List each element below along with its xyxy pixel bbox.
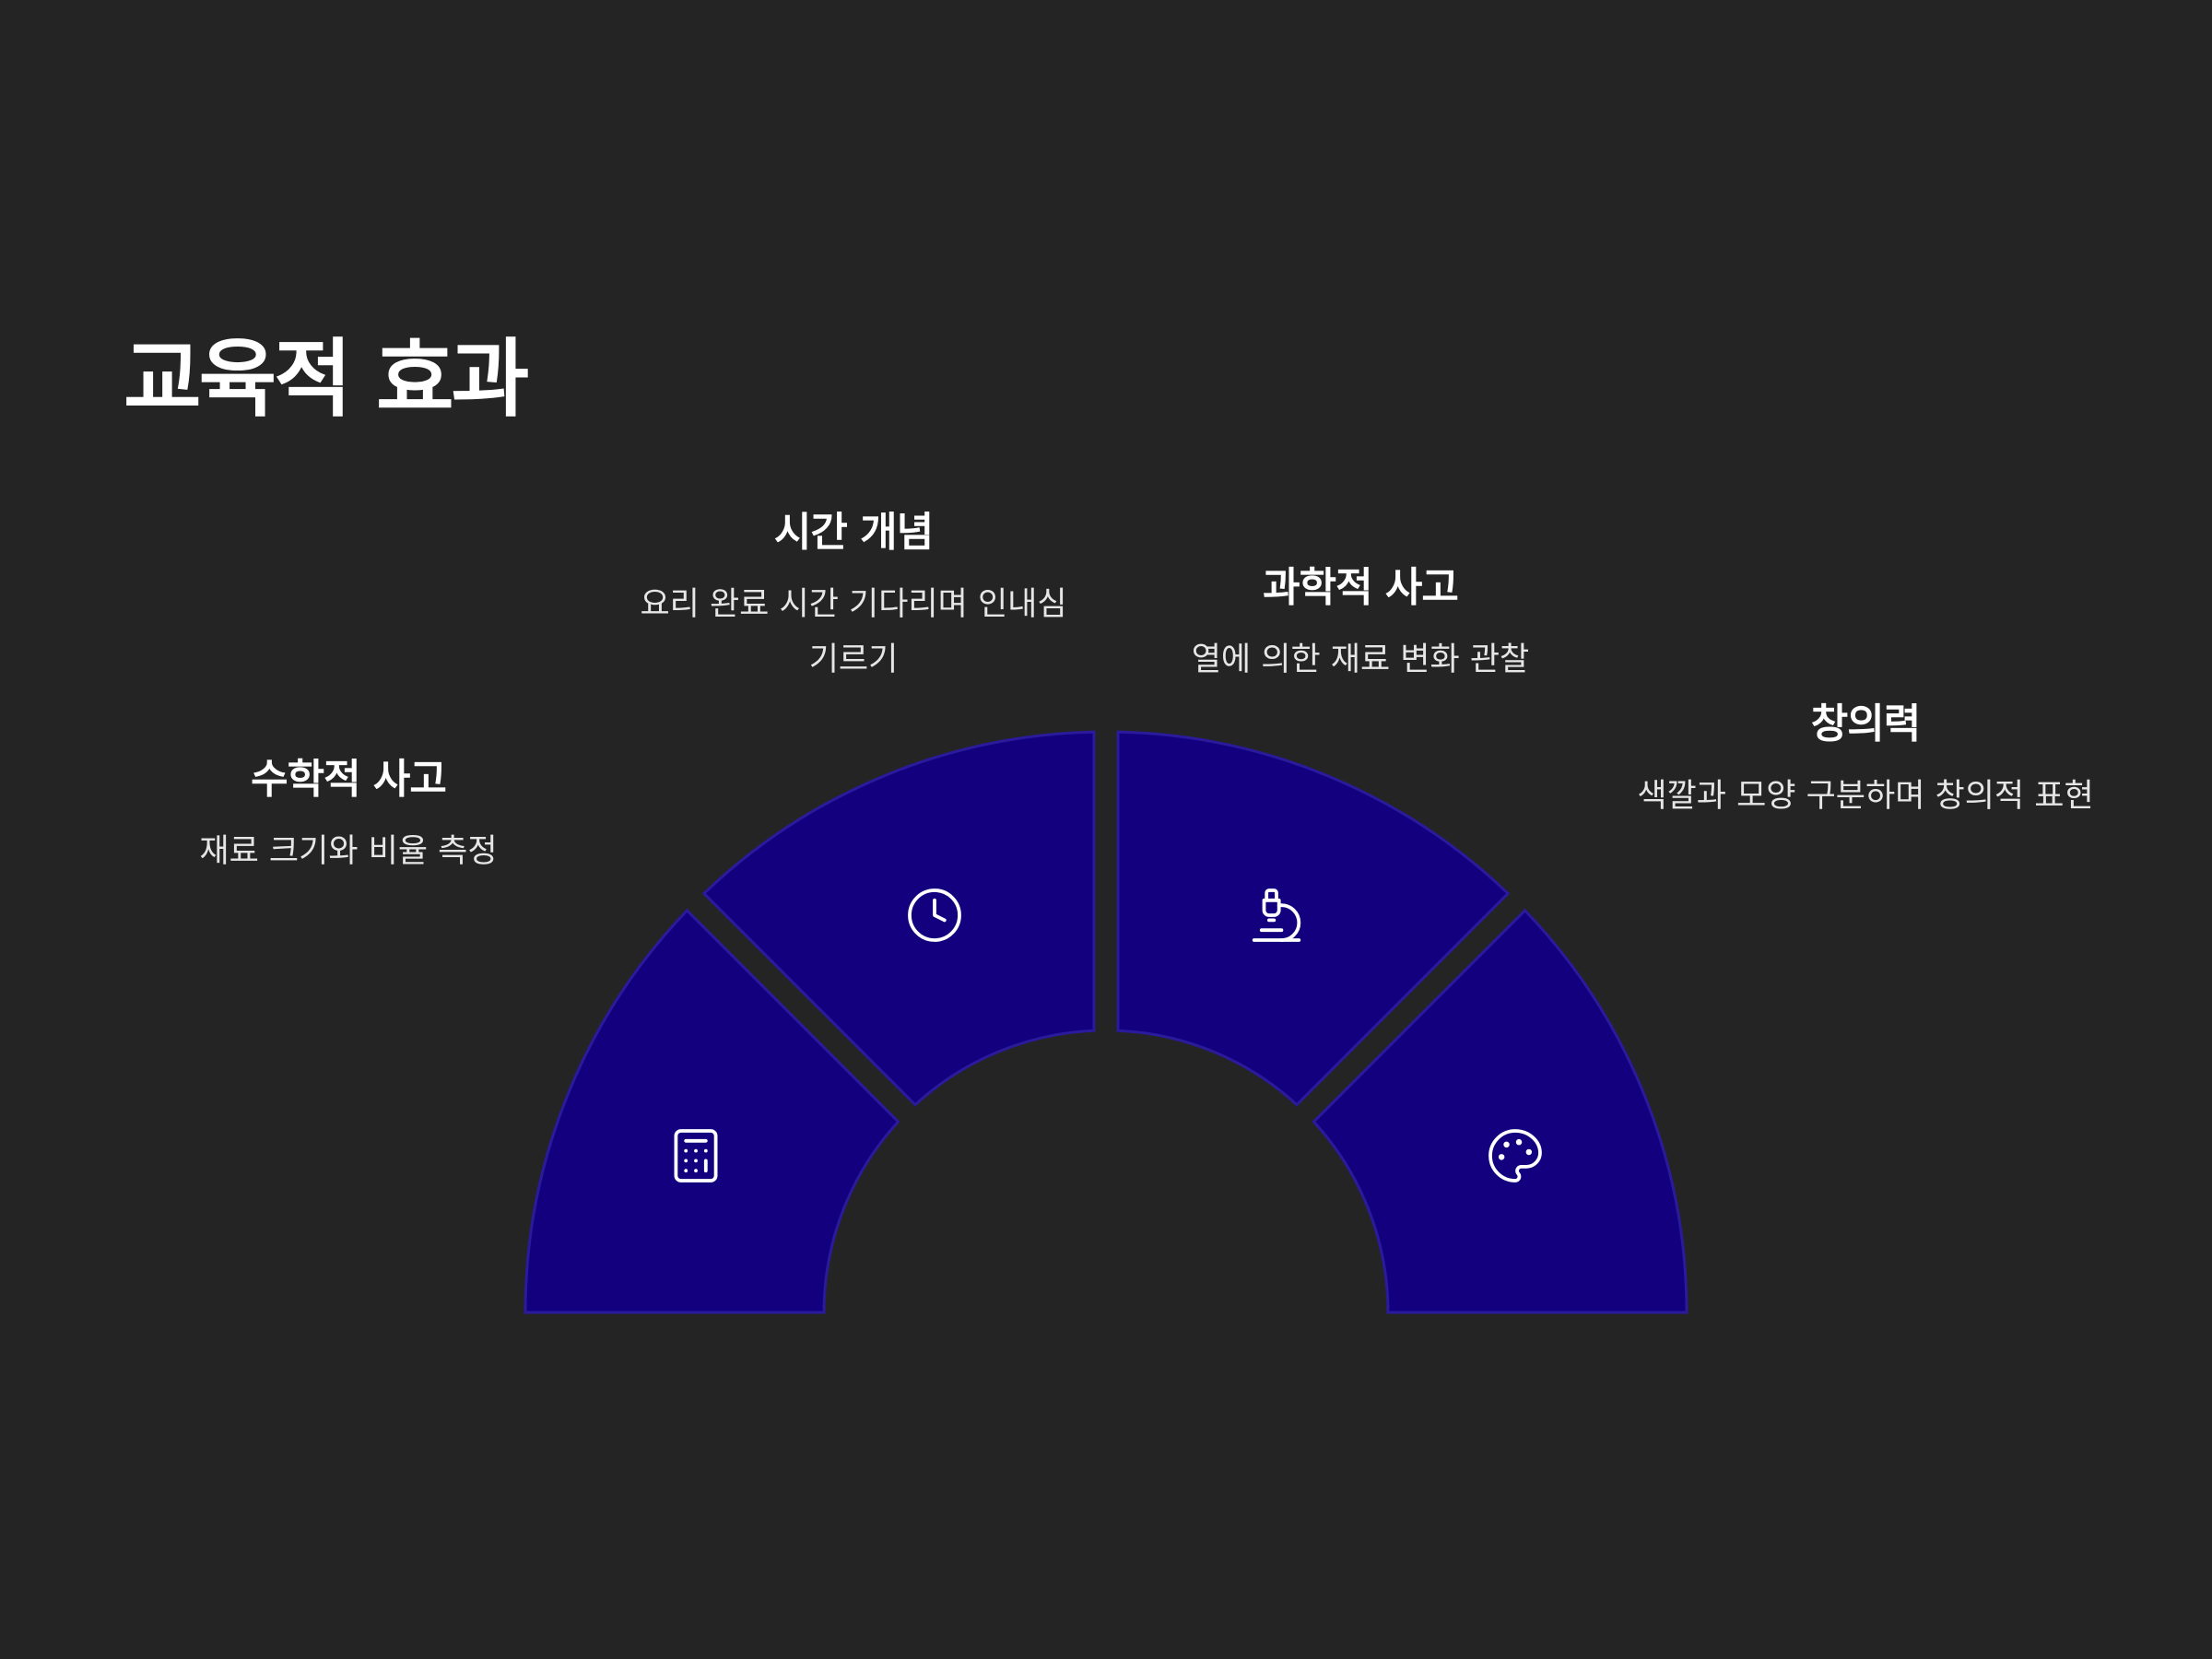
palette-icon [1488, 1129, 1542, 1182]
segment-science[interactable] [1116, 730, 1511, 1107]
segment-time[interactable] [701, 730, 1096, 1107]
label-math-description: 재료 크기와 비율 측정 [199, 833, 498, 870]
label-science: 과학적 사고 열에 의한 재료 변화 관찰 [1130, 560, 1591, 688]
label-creativity-title: 창의력 [1810, 700, 1921, 747]
label-science-description: 열에 의한 재료 변화 관찰 [1191, 641, 1530, 678]
microscope-icon [1252, 888, 1301, 942]
label-time: 시간 개념 요리 완료 시간 기다리며 인내심 기르기 [623, 505, 1084, 688]
label-creativity: 창의력 색깔과 모양 구분하며 창의적 표현 [1635, 697, 2096, 824]
label-time-description: 요리 완료 시간 기다리며 인내심 기르기 [640, 586, 1067, 678]
label-creativity-description: 색깔과 모양 구분하며 창의적 표현 [1637, 778, 2094, 815]
segment-math[interactable] [524, 908, 900, 1314]
segment-creativity[interactable] [1312, 908, 1688, 1314]
page-title: 교육적 효과 [124, 330, 529, 429]
segments-layer [524, 730, 1688, 1314]
label-math: 수학적 사고 재료 크기와 비율 측정 [164, 752, 533, 879]
calculator-icon [674, 1129, 718, 1182]
label-time-title: 시간 개념 [773, 509, 934, 556]
label-science-title: 과학적 사고 [1263, 564, 1459, 611]
label-math-title: 수학적 사고 [251, 756, 447, 803]
clock-icon [908, 888, 961, 942]
